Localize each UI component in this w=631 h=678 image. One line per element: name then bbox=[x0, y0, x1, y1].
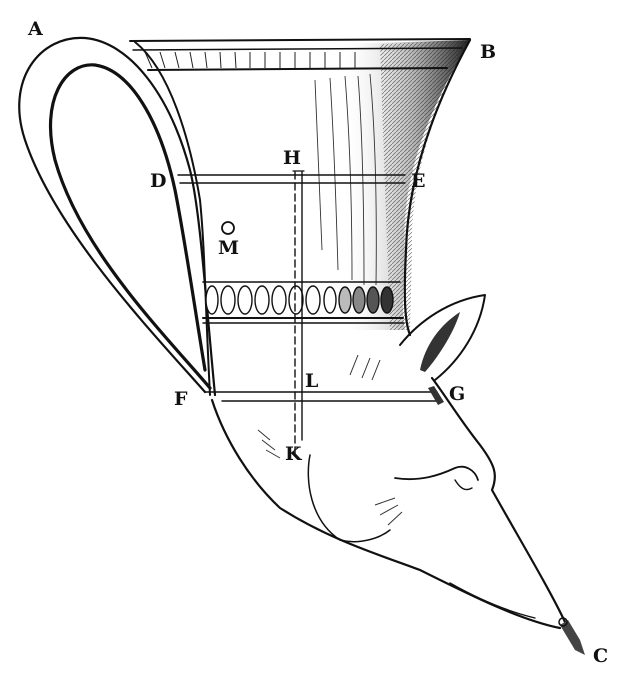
label-b: B bbox=[480, 41, 496, 63]
label-k: K bbox=[285, 443, 303, 465]
label-a: A bbox=[27, 18, 43, 40]
cup-body bbox=[129, 38, 472, 396]
label-h: H bbox=[283, 147, 301, 169]
animal-head bbox=[210, 294, 585, 655]
label-g: G bbox=[449, 383, 465, 405]
label-m: M bbox=[218, 237, 239, 259]
line-h-k bbox=[292, 170, 305, 456]
rim-hatching bbox=[144, 51, 356, 69]
label-c: C bbox=[593, 645, 608, 667]
label-f: F bbox=[174, 388, 188, 410]
label-d: D bbox=[150, 170, 166, 192]
egg-frieze bbox=[205, 285, 394, 315]
handle bbox=[18, 36, 217, 397]
label-l: L bbox=[305, 370, 318, 392]
line-f-g bbox=[204, 386, 444, 405]
marker-m-circle bbox=[221, 221, 235, 235]
line-d-e bbox=[177, 174, 406, 184]
label-e: E bbox=[411, 170, 425, 192]
